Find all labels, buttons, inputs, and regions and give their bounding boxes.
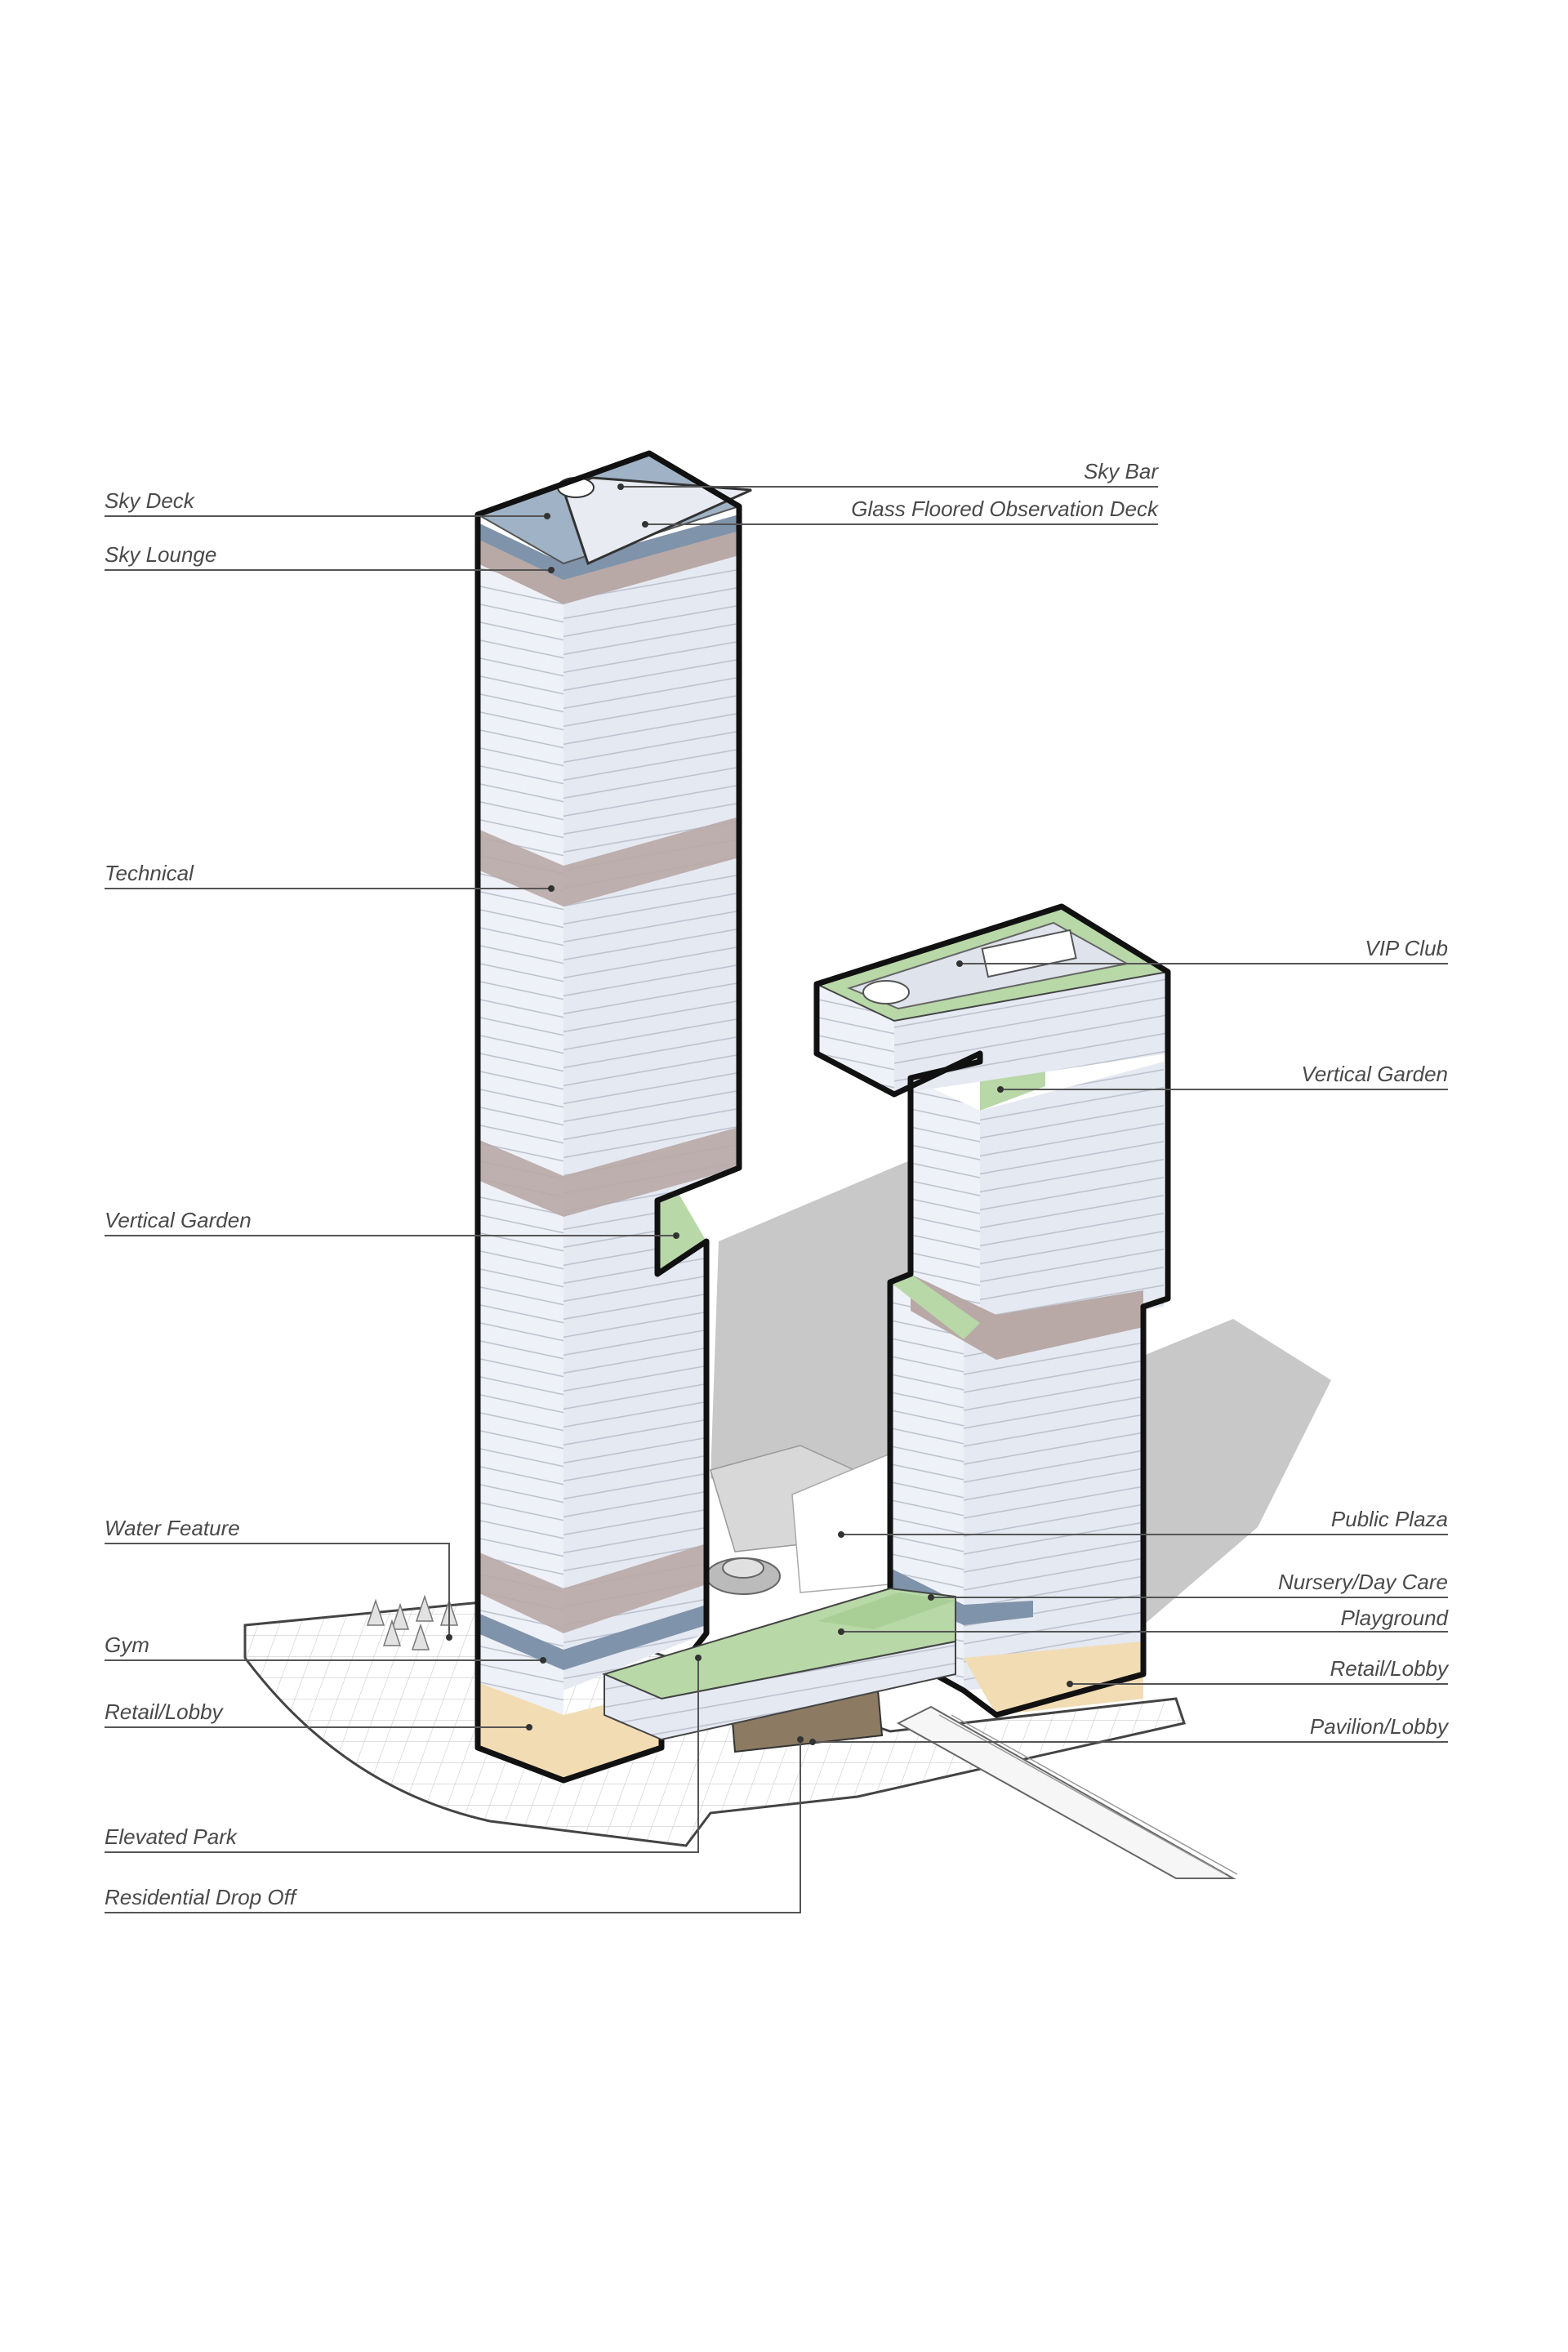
road-strip (896, 1705, 1236, 1879)
label-vertical-garden-left: Vertical Garden (105, 1208, 252, 1232)
left-tower-base-band (478, 1544, 706, 1633)
leader-dot (548, 567, 555, 573)
leader-dot (548, 885, 555, 892)
water-feature-cone (382, 1619, 402, 1646)
leader-dot (526, 1724, 532, 1731)
leader-lines (105, 486, 1448, 1913)
left-tower-vertical-garden (657, 1192, 706, 1274)
elevated-park-edge (604, 1640, 956, 1741)
leader-dot (838, 1531, 844, 1538)
right-tower-middle-south-face (980, 1062, 1164, 1339)
water-feature-cone (366, 1598, 385, 1626)
leader-dot (928, 1594, 934, 1601)
left-tower (474, 450, 752, 1784)
leader-dot (673, 1232, 679, 1239)
label-residential-drop-off: Residential Drop Off (105, 1885, 298, 1909)
vip-club-pool (862, 980, 910, 1004)
playground-surface (817, 1592, 956, 1629)
left-tower-outline (474, 450, 742, 1784)
right-tower-mech-band (911, 1274, 1143, 1360)
leader-dot (997, 1086, 1004, 1093)
label-sky-lounge: Sky Lounge (105, 542, 216, 567)
podium (602, 1587, 956, 1753)
leader-dot (1067, 1681, 1073, 1687)
label-elevated-park: Elevated Park (105, 1824, 238, 1849)
label-pavilion-lobby: Pavilion/Lobby (1310, 1714, 1450, 1739)
leader-dot (617, 483, 624, 490)
label-vip-club: VIP Club (1365, 936, 1448, 960)
leader-dot (695, 1655, 702, 1661)
leader-dots (446, 483, 1073, 1745)
left-tower-gym-band (478, 1605, 706, 1670)
leader-dot (809, 1739, 816, 1745)
label-retail-lobby-right: Retail/Lobby (1330, 1656, 1450, 1681)
label-playground: Playground (1340, 1606, 1449, 1630)
leader-dot (956, 960, 963, 967)
leader-dot (642, 521, 648, 528)
label-nursery-day-care: Nursery/Day Care (1278, 1570, 1448, 1594)
water-feature-cone (415, 1594, 434, 1622)
left-tower-technical-band (478, 817, 739, 906)
label-sky-bar: Sky Bar (1084, 459, 1159, 483)
leader-dot (797, 1736, 804, 1743)
tower-shadow (1143, 1319, 1331, 1625)
label-gym: Gym (105, 1633, 149, 1657)
label-sky-deck: Sky Deck (105, 488, 196, 513)
water-feature-cone (411, 1623, 430, 1650)
leader-dot (540, 1657, 546, 1664)
label-retail-lobby-left: Retail/Lobby (105, 1699, 225, 1724)
right-tower-lower-south-face (964, 1298, 1143, 1690)
label-vertical-garden-right: Vertical Garden (1301, 1062, 1448, 1086)
label-public-plaza: Public Plaza (1331, 1507, 1448, 1531)
left-tower-west-face (478, 523, 564, 1780)
leader-dot (544, 513, 550, 519)
right-tower-garden-ledge (890, 1274, 980, 1339)
labels-left: Sky Deck Sky Lounge Technical Vertical G… (105, 488, 298, 1909)
fountain-top (722, 1557, 764, 1579)
tower-shadow (710, 1152, 931, 1527)
shadows (710, 1152, 1331, 1625)
right-tower-middle-west-face (911, 1078, 980, 1339)
vip-club-pavilion (981, 929, 1077, 978)
leader-dot (838, 1628, 844, 1635)
plaza-features (366, 1445, 891, 1650)
left-tower-sky-deck-band (478, 514, 739, 580)
left-tower-lower-band (478, 1127, 739, 1217)
label-technical: Technical (105, 861, 194, 885)
label-water-feature: Water Feature (105, 1516, 240, 1540)
water-feature-cone (390, 1602, 410, 1630)
left-tower-south-face-upper (564, 514, 739, 1690)
nursery-band (890, 1568, 1033, 1625)
right-tower-retail-base (964, 1642, 1143, 1715)
leader-water-feature (105, 1543, 450, 1637)
right-tower (813, 903, 1171, 1718)
leader-dot (446, 1634, 452, 1641)
label-glass-floored-observation-deck: Glass Floored Observation Deck (851, 497, 1160, 521)
leader-elevated-park (105, 1658, 699, 1853)
leader-residential-drop-off (105, 1740, 801, 1913)
labels-right: Sky Bar Glass Floored Observation Deck V… (851, 459, 1450, 1739)
